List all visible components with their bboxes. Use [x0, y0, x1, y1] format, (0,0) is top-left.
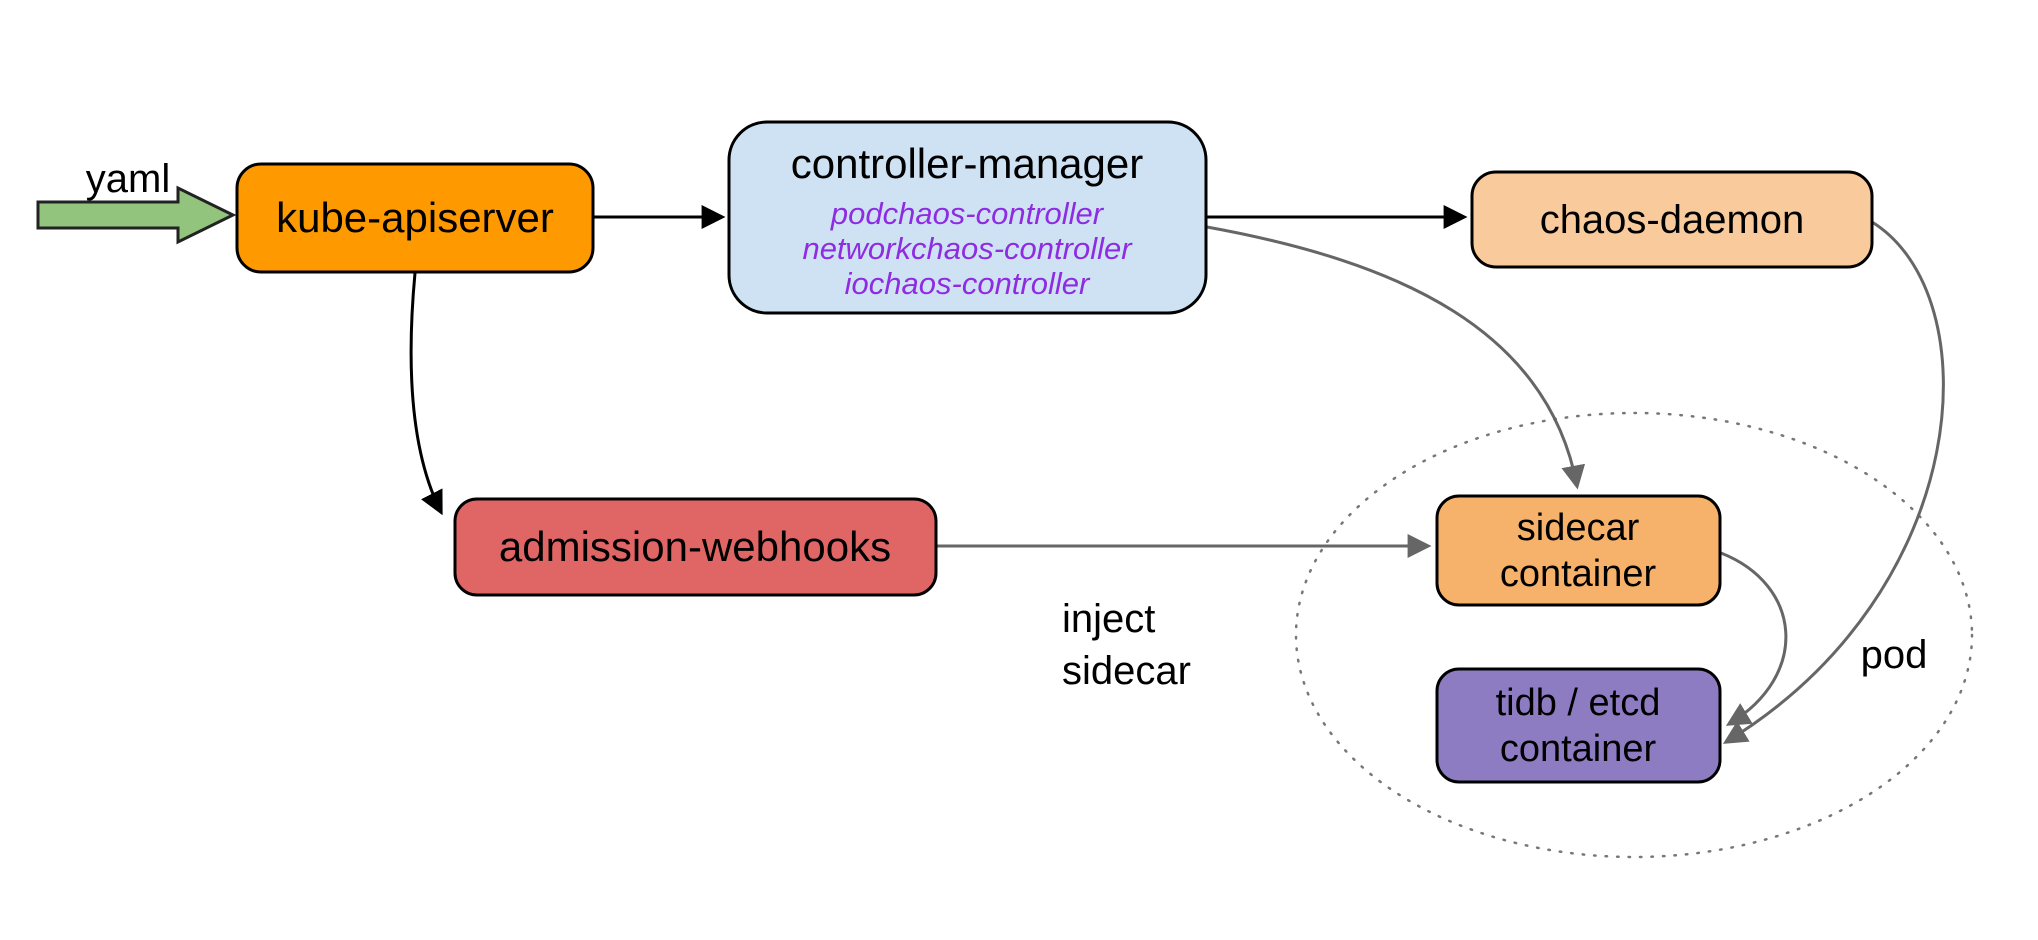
edge-controller-manager-to-sidecar-container: [1206, 225, 1586, 490]
kube-apiserver-label: kube-apiserver: [276, 194, 554, 241]
tidb-etcd-container-label-line2: container: [1500, 728, 1657, 770]
admission-webhooks-label: admission-webhooks: [499, 523, 891, 570]
edge-sidecar-container-to-tidb-etcd-container: [1720, 551, 1788, 726]
edge-kube-apiserver-to-admission-webhooks: [409, 272, 443, 516]
pod-label: pod: [1861, 633, 1928, 677]
pod-boundary-ellipse: [1294, 411, 1974, 859]
controller-manager-node: [727, 120, 1208, 315]
admission-webhooks-node: [453, 497, 938, 597]
sidecar-container-label-line1: sidecar: [1517, 507, 1640, 549]
yaml-input-arrow: [36, 185, 237, 245]
chaos-daemon-node: [1470, 170, 1874, 269]
tidb-etcd-container-node: [1435, 667, 1722, 784]
sidecar-container-node: [1435, 494, 1722, 607]
chaos-daemon-label: chaos-daemon: [1540, 198, 1805, 242]
controller-manager-label: controller-manager: [791, 140, 1144, 187]
networkchaos-controller-label: networkchaos-controller: [802, 231, 1133, 266]
sidecar-container-label-line2: container: [1500, 553, 1657, 595]
inject-sidecar-label-line2: sidecar: [1062, 649, 1191, 693]
edge-chaos-daemon-to-tidb-etcd-container: [1722, 220, 1945, 744]
iochaos-controller-label: iochaos-controller: [845, 266, 1091, 301]
tidb-etcd-container-label-line1: tidb / etcd: [1496, 682, 1661, 724]
kube-apiserver-node: [235, 162, 595, 274]
podchaos-controller-label: podchaos-controller: [830, 196, 1105, 231]
inject-sidecar-label-line1: inject: [1062, 597, 1155, 641]
yaml-label: yaml: [86, 157, 170, 201]
